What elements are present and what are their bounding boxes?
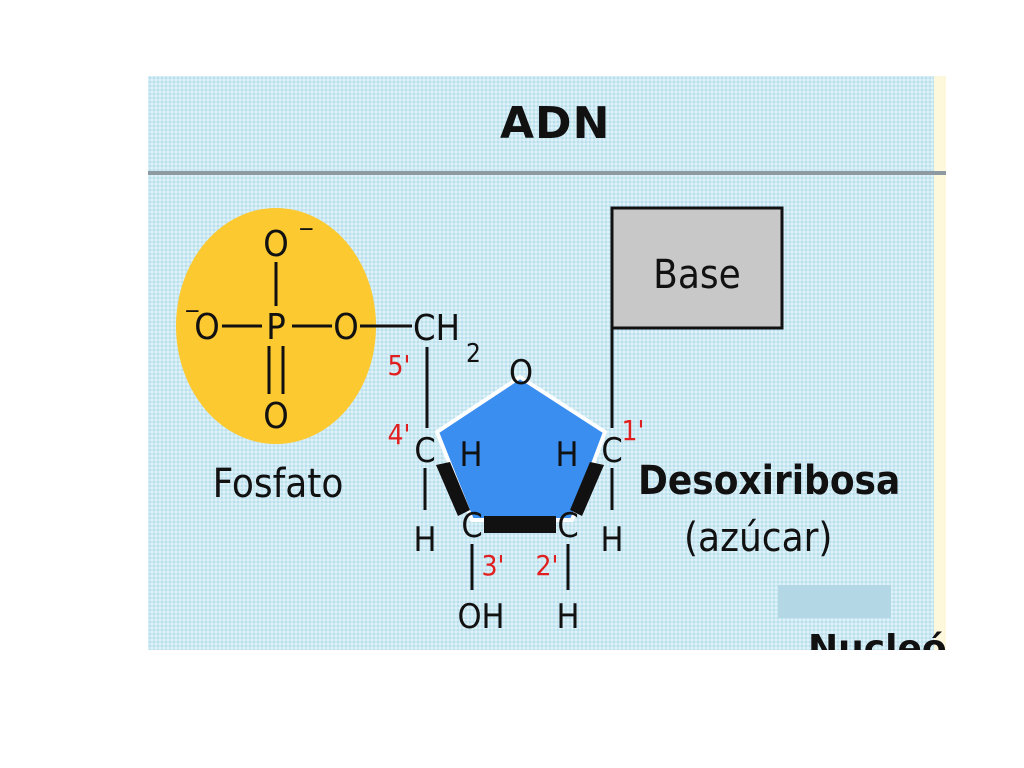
footer-box (778, 585, 891, 618)
phosphate-circle (176, 208, 376, 444)
atom-o-right: O (333, 307, 359, 348)
carbon-4: C (414, 431, 435, 471)
page-title: ADN (500, 98, 611, 149)
hydrogen-c4: H (413, 520, 436, 560)
carbon-3: C (461, 506, 482, 546)
ring-bold-bond (484, 516, 556, 533)
charge-o-top: − (298, 217, 315, 242)
title-bar: ADN (148, 76, 946, 171)
footer-cut-text: Nucleó (808, 628, 947, 669)
ring-wedge-left (436, 462, 470, 516)
phosphate-label: Fosfato (213, 461, 344, 507)
atom-o-top: O (263, 224, 289, 265)
base-box (610, 206, 784, 330)
hydroxyl-c3: OH (457, 597, 504, 637)
ch2-label: CH (413, 308, 460, 349)
hydrogen-ring-1: H (555, 435, 578, 475)
carbon-1: C (601, 431, 622, 471)
sugar-description: (azúcar) (684, 515, 832, 561)
prime-3: 3' (482, 549, 505, 582)
prime-4: 4' (388, 418, 411, 451)
hydrogen-ring-4: H (459, 435, 482, 475)
atom-o-left: O (194, 307, 220, 348)
hydrogen-c1: H (600, 520, 623, 560)
atom-p: P (266, 307, 286, 348)
ch2-subscript: 2 (466, 339, 481, 369)
divider (148, 171, 946, 175)
ring-wedge-right (570, 462, 604, 516)
carbon-2: C (557, 506, 578, 546)
ring-oxygen: O (509, 353, 533, 393)
hydrogen-c2: H (556, 597, 579, 637)
prime-1: 1' (622, 414, 645, 447)
prime-5: 5' (388, 349, 411, 382)
atom-o-bottom: O (263, 396, 289, 437)
base-label: Base (653, 252, 741, 298)
side-strip (934, 76, 946, 650)
charge-o-left: − (184, 299, 201, 324)
sugar-name: Desoxiribosa (638, 458, 900, 504)
prime-2: 2' (536, 549, 559, 582)
dna-panel: ADN (148, 76, 946, 650)
